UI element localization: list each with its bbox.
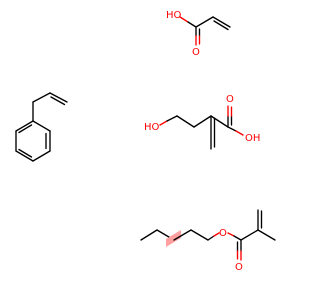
hydroxy-acid-coh-bond-a (227, 126, 237, 132)
methacrylate-carbonyl-label: O (235, 262, 243, 273)
hydroxy-acid-oc-bond-b (166, 115, 178, 122)
acrylic-acid-oc-bond (179, 16, 189, 23)
styrene-vinyl-bond-a (49, 92, 68, 103)
methacrylate-methyl-bond (257, 229, 276, 241)
ester-oxygen-label: O (219, 228, 227, 239)
hydroxy-acid-right-hydroxyl-label: OH (245, 133, 260, 144)
styrene-vinyl-bond-b (50, 96, 66, 106)
ester-oc-bond-b (213, 232, 220, 237)
hydroxy-acid-ch2-bond (176, 115, 195, 128)
hydroxy-acid-carboxyl-bond (210, 115, 229, 128)
butyl-bond-1 (140, 229, 158, 241)
styrene-ring-bond-4 (15, 150, 34, 162)
styrene-ring-bond-3 (32, 150, 51, 162)
butyl-bond-4 (190, 229, 209, 241)
hydroxy-acid-coh-bond-b (235, 130, 244, 136)
styrene-ring-inner-bond-2 (18, 148, 33, 158)
acrylic-acid-hydroxyl-label: HO (166, 10, 182, 21)
acrylic-acid-oc-bond-2 (187, 21, 197, 28)
methacrylate-cc-bond (240, 229, 259, 241)
ester-co-bond-a (227, 232, 235, 237)
structure-drawing: HO O (15, 10, 276, 273)
acrylic-acid-vinyl-bond-a (212, 16, 231, 28)
acrylic-acid-cc-bond (195, 16, 214, 28)
ester-co-bond-b (233, 235, 242, 241)
acrylic-acid-molecule: HO O (166, 10, 231, 58)
structure-canvas: HO O (15, 10, 276, 273)
styrene-ring-bond-6 (15, 120, 34, 132)
ester-oc-bond-a (207, 235, 215, 241)
hydroxy-acid-oc-bond-a (159, 120, 168, 126)
hydroxy-acid-cc-bond (193, 115, 212, 128)
styrene-vinyl-to-ring-link (32, 92, 51, 103)
styrene-ring-inner-bond-3 (18, 124, 33, 134)
styrene-ring-bond-1 (32, 120, 51, 132)
butyl-methacrylate-molecule: O O (140, 209, 276, 273)
acrylic-acid-vinyl-bond-b (213, 20, 229, 31)
hydroxy-acid-left-hydroxyl-label: HO (144, 122, 160, 133)
butyl-bond-3 (173, 229, 192, 241)
acrylic-acid-carbonyl-label: O (192, 47, 200, 58)
hydroxy-methylene-acid-molecule: HO O OH (144, 94, 260, 150)
styrene-molecule (15, 92, 68, 162)
hydroxy-acid-carbonyl-label: O (226, 94, 234, 105)
highlighted-bond-marker (166, 230, 181, 247)
